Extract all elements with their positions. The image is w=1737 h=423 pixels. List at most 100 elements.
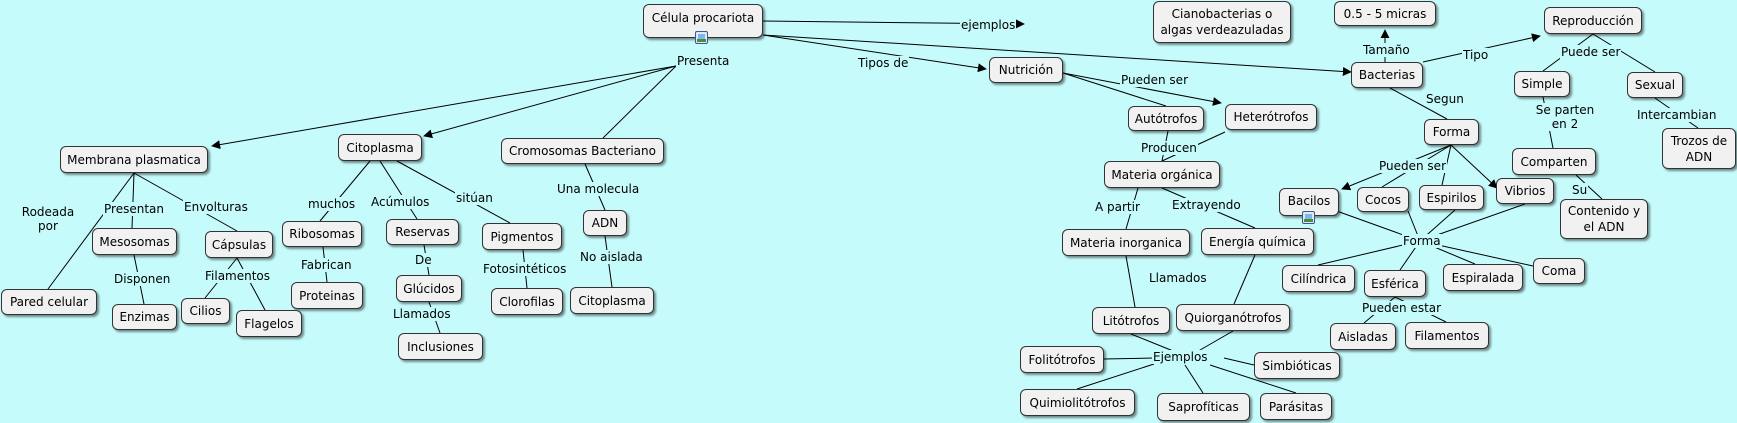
link-label-ejemplos-2: Ejemplos [1152,350,1209,364]
node-citoplasma-2[interactable]: Citoplasma [570,287,654,314]
connector-line [762,34,1352,76]
node-cilios[interactable]: Cilios [181,298,230,324]
link-label-intercambian: Intercambian [1636,108,1718,122]
node-membrana-plasmatica[interactable]: Membrana plasmatica [60,146,208,173]
connector-line [1062,72,1167,107]
node-cocos[interactable]: Cocos [1357,187,1409,212]
node-heterotrofos[interactable]: Heterótrofos [1225,104,1317,130]
node-bacterias[interactable]: Bacterias [1351,62,1423,88]
node-quimiolitotrofos[interactable]: Quimiolitótrofos [1020,389,1135,416]
node-cromosomas[interactable]: Cromosomas Bacteriano [501,138,664,164]
link-label-fotosinteticos: Fotosintéticos [482,262,568,276]
link-label-ejemplos: ejemplos [960,18,1017,32]
node-comparten[interactable]: Comparten [1512,148,1596,175]
connector-line [131,172,135,229]
node-pared-celular[interactable]: Pared celular [1,289,97,315]
link-label-puede-ser: Puede ser [1560,45,1622,59]
image-icon[interactable] [1302,211,1315,224]
node-espiralada[interactable]: Espiralada [1443,264,1523,291]
node-energia-quimica[interactable]: Energía química [1201,228,1314,255]
link-label-llamados: Llamados [1148,271,1208,285]
node-vibrios[interactable]: Vibrios [1496,178,1554,204]
link-label-situan: sitúan [455,191,494,205]
node-mesosomas[interactable]: Mesosomas [92,228,177,255]
node-label: Célula procariota [651,11,755,25]
node-nutricion[interactable]: Nutrición [989,57,1063,83]
link-label-a-partir: A partir [1094,200,1141,214]
node-sexual[interactable]: Sexual [1627,72,1683,98]
connector-line [1209,364,1297,394]
link-label-una-molecula: Una molecula [556,182,641,196]
link-label-muchos: muchos [307,197,357,211]
node-ribosomas[interactable]: Ribosomas [282,221,362,247]
node-label: Bacilos [1287,194,1331,208]
node-simbioticas[interactable]: Simbióticas [1254,352,1340,379]
connector-line [602,65,677,139]
connector-line [319,160,371,222]
node-aisladas[interactable]: Aisladas [1330,323,1396,350]
image-icon[interactable] [695,31,708,44]
link-label-fabrican: Fabrican [300,258,353,272]
connector-line [1389,87,1448,120]
node-capsulas[interactable]: Cápsulas [205,231,273,258]
link-label-no-aislada: No aislada [579,250,644,264]
link-label-segun: Segun [1425,92,1465,106]
node-litotrofos[interactable]: Litótrofos [1092,307,1170,334]
node-glucidos[interactable]: Glúcidos [396,275,462,302]
node-flagelos[interactable]: Flagelos [236,310,302,337]
node-reproduccion[interactable]: Reproducción [1544,7,1642,34]
connector-line [1450,144,1498,189]
link-label-extrayendo: Extrayendo [1171,198,1242,212]
link-label-llamados-2: Llamados [392,307,452,321]
node-autotrofos[interactable]: Autótrofos [1128,106,1204,131]
node-citoplasma[interactable]: Citoplasma [338,134,422,161]
node-adn[interactable]: ADN [583,210,627,236]
node-cianobacterias[interactable]: Cianobacterias o algas verdeazuladas [1153,1,1291,43]
link-label-su: Su [1571,183,1589,197]
connector-line [1223,357,1255,366]
node-saprofiticas[interactable]: Saprofíticas [1157,393,1250,421]
node-quiorganotrofos[interactable]: Quiorganótrofos [1176,304,1290,331]
link-label-filamentos: Filamentos [204,269,272,283]
connector-line [1076,363,1155,390]
link-label-rodeada-por: Rodeada por [15,205,81,233]
node-pigmentos[interactable]: Pigmentos [482,223,562,250]
connector-line [1575,174,1603,200]
node-tamano-micras[interactable]: 0.5 - 5 micras [1334,1,1436,26]
node-folitotrofos[interactable]: Folitótrofos [1020,346,1104,373]
node-espirilos[interactable]: Espirilos [1419,185,1484,210]
link-label-pueden-ser: Pueden ser [1120,73,1190,87]
node-simple[interactable]: Simple [1514,71,1570,97]
connector-line [236,257,266,311]
connector-line [1125,255,1136,308]
link-label-de: De [414,253,433,267]
node-materia-organica[interactable]: Materia orgánica [1104,161,1220,188]
connector-line [396,160,511,224]
link-label-envolturas: Envolturas [183,200,249,214]
connector-line [1062,72,1222,106]
node-clorofilas[interactable]: Clorofilas [491,288,563,315]
node-contenido-adn[interactable]: Contenido y el ADN [1560,199,1648,239]
node-esferica[interactable]: Esférica [1364,270,1426,297]
link-label-tipos-de: Tipos de [857,56,910,70]
node-forma[interactable]: Forma [1424,119,1479,145]
link-label-tipo: Tipo [1462,48,1490,62]
connector-line [1592,33,1656,73]
link-label-forma: Forma [1402,234,1442,248]
node-materia-inorganica[interactable]: Materia inorganica [1062,229,1190,256]
node-enzimas[interactable]: Enzimas [112,304,177,330]
node-parasitas[interactable]: Parásitas [1260,393,1332,420]
connector-line [1103,357,1155,360]
connector-line [1233,254,1256,305]
link-label-pueden-estar: Pueden estar [1361,301,1443,315]
connector-line [762,34,987,73]
node-inclusiones[interactable]: Inclusiones [398,333,483,360]
node-cilindrica[interactable]: Cilíndrica [1282,265,1355,292]
node-coma[interactable]: Coma [1533,258,1585,284]
node-trozos-adn[interactable]: Trozos de ADN [1662,128,1736,169]
node-bacilos[interactable]: Bacilos [1279,188,1339,216]
node-proteinas[interactable]: Proteinas [291,282,363,309]
node-filamentos[interactable]: Filamentos [1405,322,1489,349]
node-reservas[interactable]: Reservas [386,219,459,245]
